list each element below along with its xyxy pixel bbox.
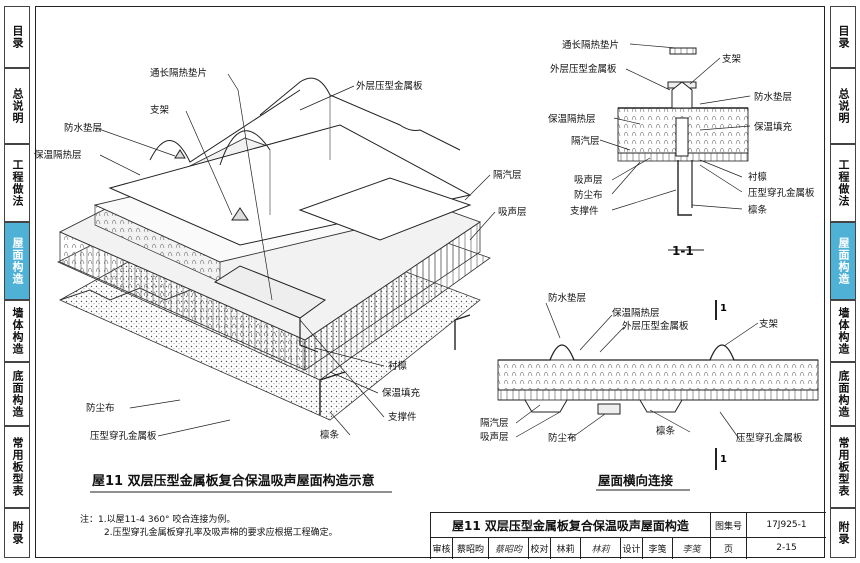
- title-block-row-1: 屋11 双层压型金属板复合保温吸声屋面构造 图集号 17J925-1: [431, 513, 826, 538]
- sec-label-purlin-sub: 衬檩: [748, 171, 768, 183]
- sec-label-waterproof: 防水垫层: [754, 91, 792, 103]
- sec-label-insulation: 保温隔热层: [548, 113, 596, 125]
- title-block-row-2: 审核 蔡昭昀 蔡昭昀 校对 林莉 林莉 设计 李笺 李笺 页 2-15: [431, 537, 826, 559]
- page-number: 2-15: [776, 543, 797, 553]
- iso-label-bracket: 支架: [150, 104, 170, 116]
- iso-title: 屋11 双层压型金属板复合保温吸声屋面构造示意: [92, 474, 375, 489]
- iso-label-fill: 保温填充: [382, 387, 421, 399]
- title-block-title: 屋11 双层压型金属板复合保温吸声屋面构造: [431, 513, 711, 537]
- designer-name: 李笺: [643, 537, 673, 559]
- conn-cut-mark-top: 1: [720, 303, 727, 314]
- designer-signature: 李笺: [673, 537, 711, 559]
- note-line-1: 注：1.以屋11-4 360° 咬合连接为例。: [80, 515, 236, 525]
- sidebar-tab-appendix[interactable]: 附录: [830, 508, 856, 558]
- iso-label-vapor: 隔汽层: [493, 169, 522, 181]
- review-label: 审核: [431, 537, 453, 559]
- sec-label-support: 支撑件: [570, 205, 599, 217]
- iso-label-purlin-sub: 衬檩: [388, 360, 408, 372]
- sidebar-right: 目录 总说明 工程做法 屋面构造 墙体构造 底面构造 常用板型表 附录: [830, 6, 856, 558]
- title-block: 屋11 双层压型金属板复合保温吸声屋面构造 图集号 17J925-1 审核 蔡昭…: [430, 512, 826, 559]
- atlas-label: 图集号: [711, 513, 747, 537]
- conn-cut-mark-bottom: 1: [720, 454, 727, 465]
- sec-label-perforated: 压型穿孔金属板: [748, 187, 815, 199]
- sidebar-tab-panels[interactable]: 常用板型表: [830, 426, 856, 508]
- atlas-number: 17J925-1: [766, 520, 807, 530]
- reviewer-signature: 蔡昭昀: [489, 537, 529, 559]
- notes: 注：1.以屋11-4 360° 咬合连接为例。 2.压型穿孔金属板穿孔率及吸声棉…: [80, 514, 338, 540]
- sidebar-tab-appendix[interactable]: 附录: [4, 508, 30, 558]
- conn-label-insulation: 保温隔热层: [612, 307, 660, 319]
- iso-label-support: 支撑件: [388, 411, 417, 423]
- section-title: 1-1: [672, 244, 694, 258]
- section-1-1-drawing: 通长隔热垫片 支架 外层压型金属板 防水垫层 保温隔热层 保温填充 隔汽层 吸声…: [548, 39, 815, 251]
- sidebar-tab-roof[interactable]: 屋面构造: [4, 222, 30, 300]
- iso-drawing: 通长隔热垫片 外层压型金属板 支架 防水垫层 保温隔热层 隔汽层 吸声层 衬檩 …: [34, 67, 527, 442]
- sidebar-tab-methods[interactable]: 工程做法: [4, 144, 30, 222]
- iso-label-waterproof: 防水垫层: [64, 122, 102, 134]
- sidebar-tab-wall[interactable]: 墙体构造: [830, 300, 856, 362]
- sidebar-tab-contents[interactable]: 目录: [4, 6, 30, 68]
- iso-label-absorb: 吸声层: [498, 206, 527, 218]
- sidebar-tab-bottom[interactable]: 底面构造: [4, 362, 30, 426]
- conn-label-perforated: 压型穿孔金属板: [736, 432, 803, 444]
- sidebar-tab-wall[interactable]: 墙体构造: [4, 300, 30, 362]
- sidebar-tab-general[interactable]: 总说明: [4, 68, 30, 144]
- page-label: 页: [711, 537, 747, 559]
- note-line-2: 2.压型穿孔金属板穿孔率及吸声棉的要求应根据工程确定。: [104, 528, 338, 538]
- sec-label-outer: 外层压型金属板: [550, 63, 617, 75]
- sec-label-vapor: 隔汽层: [571, 135, 600, 147]
- conn-label-bracket: 支架: [759, 318, 779, 330]
- design-label: 设计: [621, 537, 643, 559]
- connection-drawing: 防水垫层 保温隔热层 外层压型金属板 支架 隔汽层 吸声层 防尘布 檩条 压型穿…: [480, 292, 819, 491]
- conn-label-outer: 外层压型金属板: [622, 320, 689, 332]
- checker-signature: 林莉: [581, 537, 621, 559]
- sec-label-fill: 保温填充: [754, 121, 793, 133]
- conn-label-vapor: 隔汽层: [480, 417, 509, 429]
- iso-label-dust: 防尘布: [86, 402, 115, 414]
- sidebar-tab-methods[interactable]: 工程做法: [830, 144, 856, 222]
- iso-label-insulation: 保温隔热层: [34, 149, 82, 161]
- check-label: 校对: [529, 537, 551, 559]
- connection-title: 屋面横向连接: [598, 473, 674, 488]
- sidebar-tab-roof[interactable]: 屋面构造: [830, 222, 856, 300]
- iso-label-perforated: 压型穿孔金属板: [90, 430, 157, 442]
- sec-label-absorb: 吸声层: [574, 174, 603, 186]
- sidebar-tab-general[interactable]: 总说明: [830, 68, 856, 144]
- sec-label-bracket: 支架: [722, 53, 742, 65]
- reviewer-name: 蔡昭昀: [453, 537, 489, 559]
- conn-label-dust: 防尘布: [548, 432, 577, 444]
- iso-label-outer: 外层压型金属板: [356, 80, 423, 92]
- conn-label-absorb: 吸声层: [480, 431, 509, 443]
- sec-label-dust: 防尘布: [574, 189, 603, 201]
- sec-label-strip: 通长隔热垫片: [562, 39, 619, 51]
- sidebar-tab-bottom[interactable]: 底面构造: [830, 362, 856, 426]
- sidebar-left: 目录 总说明 工程做法 屋面构造 墙体构造 底面构造 常用板型表 附录: [4, 6, 30, 558]
- conn-label-purlin: 檩条: [656, 425, 676, 437]
- sidebar-tab-contents[interactable]: 目录: [830, 6, 856, 68]
- iso-label-purlin: 檩条: [320, 429, 340, 441]
- conn-label-waterproof: 防水垫层: [548, 292, 586, 304]
- iso-label-strip: 通长隔热垫片: [150, 67, 207, 79]
- checker-name: 林莉: [551, 537, 581, 559]
- sidebar-tab-panels[interactable]: 常用板型表: [4, 426, 30, 508]
- sec-label-purlin: 檩条: [748, 204, 768, 216]
